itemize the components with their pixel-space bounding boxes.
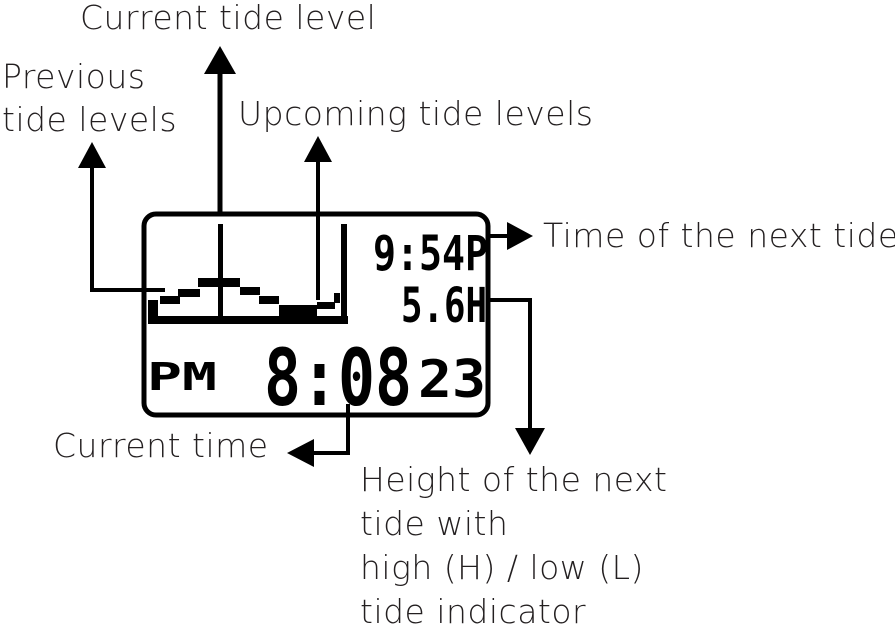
arrow-left-icon (287, 439, 314, 467)
callout-previous-tide (78, 142, 165, 292)
label-current-time: Current time (53, 426, 269, 465)
arrow-down-icon (515, 428, 545, 455)
label-height-next-tide-line1: Height of the next (360, 460, 668, 499)
tide-graph (148, 224, 348, 324)
label-previous-tide-levels-line2: tide levels (2, 100, 178, 139)
callout-current-time (287, 404, 350, 467)
label-current-tide-level: Current tide level (80, 0, 377, 37)
callout-next-tide-height (490, 298, 545, 455)
current-time-hm: 8:08 (264, 334, 412, 424)
arrow-up-icon (304, 136, 332, 162)
callout-next-tide-time (490, 222, 533, 250)
arrow-up-icon (78, 142, 106, 168)
callout-current-tide (204, 46, 236, 212)
label-previous-tide-levels-line1: Previous (2, 57, 146, 96)
arrow-up-icon (204, 46, 236, 74)
next-tide-height: 5.6H (401, 278, 487, 334)
label-height-next-tide-line3: high (H) / low (L) (360, 548, 644, 587)
am-pm-indicator: PM (147, 355, 217, 399)
next-tide-time: 9:54P (373, 226, 488, 282)
label-time-of-next-tide: Time of the next tide (543, 216, 895, 255)
callout-upcoming-tide (304, 136, 332, 300)
label-height-next-tide-line2: tide with (360, 504, 509, 543)
current-time-seconds: 23 (418, 350, 486, 410)
arrow-right-icon (507, 222, 533, 250)
label-height-next-tide-line4: tide indicator (360, 592, 587, 631)
label-upcoming-tide-levels: Upcoming tide levels (238, 94, 594, 133)
